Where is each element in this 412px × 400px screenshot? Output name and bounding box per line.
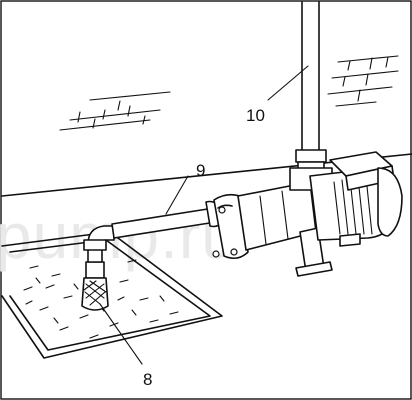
wall-brick-hatch-right: [327, 55, 399, 107]
callout-10: 10: [246, 106, 265, 125]
leader-line-8: [99, 303, 143, 365]
leader-line-9: [165, 175, 189, 215]
pump-motor: [309, 151, 403, 247]
vertical-discharge-pipe: [295, 1, 327, 173]
leader-line-10: [267, 65, 309, 101]
callout-9: 9: [196, 161, 205, 180]
suction-elbow: [83, 225, 115, 263]
callout-8: 8: [143, 370, 152, 389]
wall-brick-hatch-left: [59, 91, 171, 131]
water-basin: [1, 231, 223, 359]
suction-strainer: [81, 261, 109, 311]
